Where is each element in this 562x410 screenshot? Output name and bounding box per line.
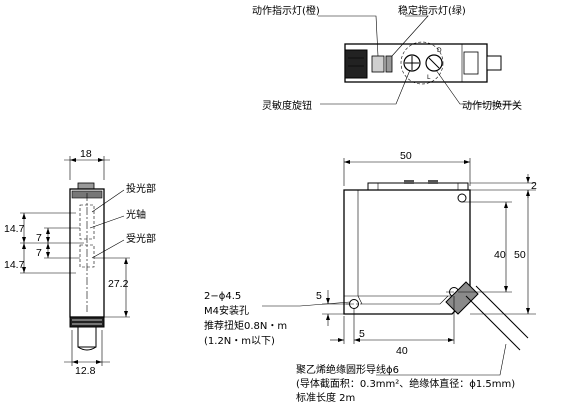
side-view-connector	[69, 316, 105, 328]
cable-spec-line3: 标准长度 2m	[296, 391, 355, 404]
operation-indicator-window	[371, 55, 385, 73]
stability-indicator-window	[385, 55, 393, 73]
dim-front-40-width: 40	[396, 345, 408, 357]
front-view-top-strip	[367, 182, 469, 191]
mount-spec-line3: 推荐扭矩0.8N・m	[204, 319, 287, 332]
knob-guard-ring	[400, 41, 444, 85]
mount-spec-line2: M4安装孔	[204, 304, 249, 317]
cable-spec-line1: 聚乙烯绝缘圆形导线ϕ6	[296, 363, 399, 376]
mount-spec-line4: (1.2N・m以下)	[204, 336, 275, 347]
top-view-cable	[486, 55, 502, 71]
dim-front-5-vertical: 5	[316, 290, 322, 302]
top-view-right-block	[463, 51, 479, 75]
front-view: 50 2 40 50 5	[204, 150, 537, 404]
label-stability-indicator: 稳定指示灯(绿)	[398, 4, 466, 17]
label-sensitivity-knob: 灵敏度旋钮	[262, 99, 312, 112]
side-view-cable	[77, 326, 97, 348]
top-view: L D 动作指示灯(橙) 稳定指示灯(绿) 灵敏度旋钮 动作切换开关	[252, 4, 522, 112]
side-view-top-cap	[77, 182, 95, 190]
cable-spec-line2: (导体截面积：0.3mm²、绝缘体直径：ϕ1.5mm)	[296, 377, 515, 390]
label-emitter: 投光部	[126, 182, 156, 195]
dim-side-14-7-lower: 14.7	[4, 259, 25, 271]
label-receiver: 受光部	[126, 232, 156, 245]
dim-front-40-height: 40	[494, 249, 506, 261]
svg-text:L: L	[427, 74, 431, 81]
mount-spec-line1: 2−ϕ4.5	[204, 291, 241, 302]
label-operation-indicator: 动作指示灯(橙)	[252, 4, 320, 17]
top-view-left-cap	[344, 49, 368, 79]
dim-side-12-8: 12.8	[75, 365, 96, 377]
dim-side-7-lower: 7	[36, 247, 42, 259]
svg-text:D: D	[437, 47, 442, 54]
dim-side-27-2: 27.2	[108, 278, 129, 290]
front-view-top-hole	[457, 193, 467, 203]
dim-front-5-horizontal: 5	[359, 328, 365, 340]
label-optical-axis: 光轴	[126, 208, 146, 221]
dim-front-50-width: 50	[400, 150, 412, 162]
dim-front-2: 2	[531, 180, 537, 192]
dim-front-50-height: 50	[514, 249, 526, 261]
dim-side-width: 18	[80, 148, 92, 160]
dim-side-14-7-upper: 14.7	[4, 223, 25, 235]
dim-side-7-upper: 7	[36, 232, 42, 244]
label-mode-switch: 动作切换开关	[462, 99, 522, 112]
side-view: 18 14.7 7 7 14.7 27.2 12.8	[4, 148, 156, 377]
